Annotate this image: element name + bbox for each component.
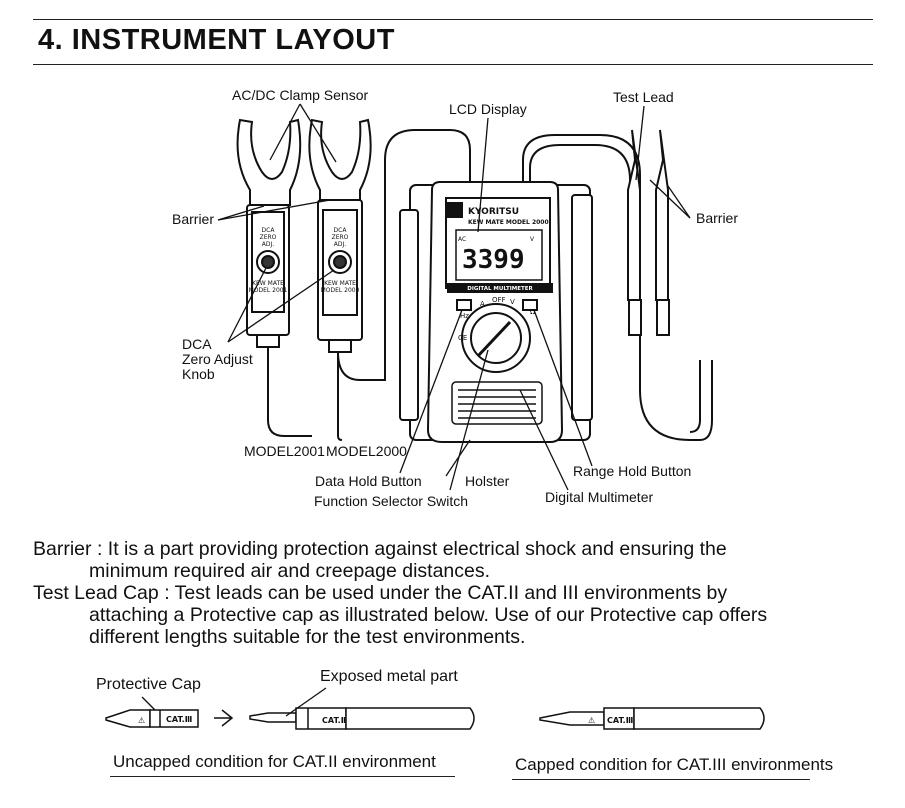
- svg-text:DCA: DCA: [262, 227, 276, 234]
- cat-label-c: CAT.Ⅲ: [607, 716, 633, 725]
- svg-text:Ω: Ω: [530, 308, 536, 316]
- cat-label-b: CAT.Ⅱ: [322, 716, 346, 725]
- label-holster: Holster: [465, 473, 510, 489]
- svg-text:ZERO: ZERO: [260, 234, 277, 241]
- label-dca-1: DCA: [182, 336, 212, 352]
- svg-text:ADJ.: ADJ.: [334, 241, 346, 248]
- label-model-2001: MODEL2001: [244, 443, 325, 459]
- clamp-sensor-2000: [308, 118, 372, 353]
- svg-text:V: V: [530, 236, 535, 243]
- label-function-selector: Function Selector Switch: [314, 493, 469, 509]
- clamp-sensor-2001: [236, 118, 302, 348]
- label-digital-multimeter: Digital Multimeter: [545, 489, 654, 505]
- svg-text:⚠: ⚠: [138, 716, 145, 725]
- page-title: 4. INSTRUMENT LAYOUT: [38, 24, 395, 56]
- title-rule: [33, 64, 873, 65]
- lcd-screen: KYORITSU KEW MATE MODEL 2000 AC V 3399 D…: [458, 207, 549, 292]
- caption-uncapped-underline: [110, 776, 455, 777]
- label-barrier-left: Barrier: [172, 211, 215, 227]
- svg-text:A: A: [480, 300, 485, 308]
- cat-label-a: CAT.Ⅲ: [166, 715, 192, 724]
- svg-text:OFF: OFF: [492, 296, 506, 304]
- label-range-hold: Range Hold Button: [573, 463, 692, 479]
- barrier-description: Barrier : It is a part providing protect…: [33, 538, 727, 560]
- label-exposed-metal: Exposed metal part: [320, 668, 458, 685]
- label-data-hold: Data Hold Button: [315, 473, 422, 489]
- caption-capped: Capped condition for CAT.III environment…: [515, 755, 834, 774]
- svg-text:KEW MATE MODEL 2000: KEW MATE MODEL 2000: [468, 219, 549, 226]
- svg-text:ZERO: ZERO: [332, 234, 349, 241]
- svg-text:Hz: Hz: [460, 312, 469, 320]
- label-lcd-display: LCD Display: [449, 101, 527, 117]
- svg-text:MODEL 2001: MODEL 2001: [249, 287, 288, 294]
- capped-probe-illustration: [539, 707, 765, 730]
- uncapped-probe-illustration: [105, 707, 475, 730]
- sensor-cable-2001: [267, 345, 312, 437]
- label-clamp-sensor: AC/DC Clamp Sensor: [232, 87, 369, 103]
- svg-text:MODEL 2000: MODEL 2000: [321, 287, 360, 294]
- svg-text:DIGITAL MULTIMETER: DIGITAL MULTIMETER: [467, 286, 533, 292]
- svg-text:⚠: ⚠: [588, 716, 595, 725]
- sensor-cable-loop: [384, 129, 471, 290]
- svg-text:KEW MATE: KEW MATE: [324, 280, 356, 287]
- label-protective-cap: Protective Cap: [96, 676, 201, 693]
- test-lead-probes: [627, 129, 670, 336]
- svg-text:3399: 3399: [462, 245, 525, 275]
- svg-text:V: V: [510, 298, 515, 306]
- label-barrier-right: Barrier: [696, 210, 739, 226]
- function-selector-dial: [456, 299, 538, 373]
- label-dca-2: Zero Adjust: [182, 351, 253, 367]
- description-block: Barrier : It is a part providing protect…: [33, 538, 873, 648]
- caption-uncapped: Uncapped condition for CAT.II environmen…: [113, 752, 436, 771]
- svg-text:KYORITSU: KYORITSU: [468, 207, 519, 217]
- sensor-cable-2000: [337, 352, 343, 441]
- test-lead-cable: [522, 134, 713, 441]
- caption-capped-underline: [512, 779, 810, 780]
- svg-text:ADJ.: ADJ.: [262, 241, 274, 248]
- svg-text:DCA: DCA: [334, 227, 348, 234]
- top-rule: [33, 19, 873, 20]
- svg-text:AC: AC: [458, 236, 466, 243]
- test-lead-cap-description: Test Lead Cap : Test leads can be used u…: [33, 582, 728, 604]
- label-test-lead: Test Lead: [613, 89, 674, 105]
- label-dca-3: Knob: [182, 366, 215, 382]
- svg-text:KEW MATE: KEW MATE: [252, 280, 284, 287]
- label-model-2000: MODEL2000: [326, 443, 407, 459]
- svg-text:CE: CE: [458, 334, 467, 342]
